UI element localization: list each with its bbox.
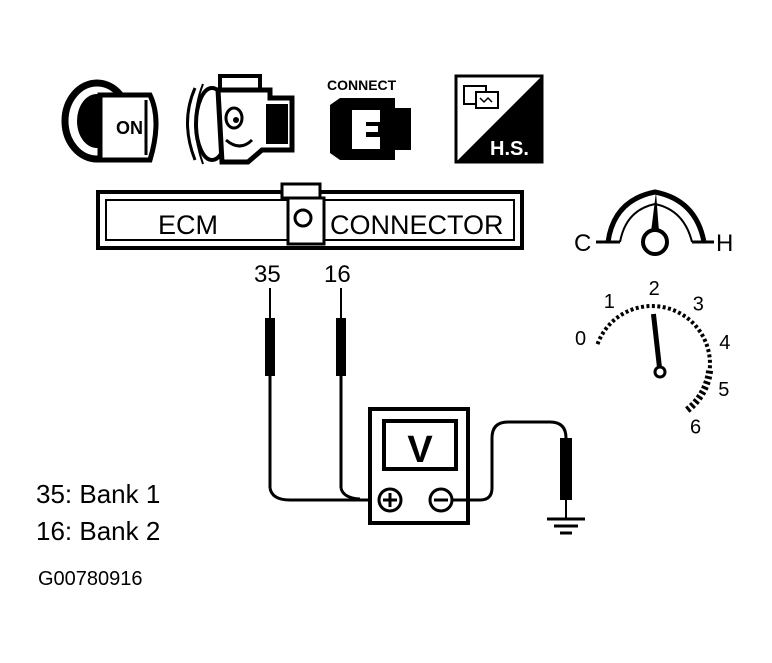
ecm-label: ECM <box>158 210 218 240</box>
tachometer-icon: 01 2 34 56 <box>575 278 730 438</box>
tach-scale-segment <box>597 335 603 341</box>
hot-start-icon: H.S. <box>454 74 544 164</box>
tach-scale-segment <box>692 398 700 405</box>
temp-hot-label: H <box>716 230 733 257</box>
tach-scale-segment <box>677 310 682 316</box>
ground-lead-wire <box>452 420 568 502</box>
tach-scale-segment <box>693 324 699 329</box>
probe-pin-16 <box>336 288 346 488</box>
positive-lead-wire-2 <box>339 487 361 501</box>
tach-scale-segment <box>667 306 672 312</box>
connect-connector-icon: CONNECT <box>327 77 411 160</box>
tach-scale-segment <box>702 338 708 343</box>
tach-scale-segment <box>611 318 616 324</box>
tach-scale-segment <box>607 322 613 327</box>
pin-16-label: 16 <box>324 261 351 288</box>
positive-terminal <box>377 487 403 513</box>
probe-pin-35 <box>265 288 275 488</box>
voltmeter: V <box>368 407 470 525</box>
tach-scale-segment <box>629 307 635 312</box>
figure-code: G00780916 <box>38 568 143 590</box>
voltmeter-display: V <box>407 429 433 471</box>
tach-scale-segment <box>699 333 705 338</box>
tach-scale-segment <box>685 405 692 413</box>
tach-scale-segment <box>619 311 625 317</box>
ground-symbol-icon <box>547 500 585 535</box>
legend-bank-2: 16: Bank 2 <box>36 516 161 546</box>
legend-bank-1: 35: Bank 1 <box>36 479 161 509</box>
tach-tick-label: 3 <box>693 294 704 316</box>
tach-tick-label: 0 <box>575 328 586 350</box>
tach-scale-segment <box>615 314 621 320</box>
tach-scale-segment <box>703 380 711 386</box>
tach-scale-segment <box>635 305 640 311</box>
tach-scale-segment <box>600 330 606 336</box>
tach-scale-segment <box>686 316 691 322</box>
tach-needle <box>650 313 663 373</box>
tach-scale-segment <box>690 320 696 326</box>
tach-tick-label: 1 <box>604 291 615 313</box>
pin-35-label: 35 <box>254 261 281 288</box>
connect-label: CONNECT <box>327 77 397 93</box>
ignition-on-label: ON <box>116 118 143 138</box>
tach-scale-segment <box>681 313 687 319</box>
tach-scale-segment <box>695 394 704 401</box>
tach-tick-label: 4 <box>719 332 730 354</box>
temperature-gauge-icon: C H <box>574 189 733 257</box>
tach-scale-segment <box>697 328 703 334</box>
negative-terminal <box>428 487 454 513</box>
tach-hub <box>653 365 667 379</box>
tach-scale-segment <box>698 389 707 396</box>
tach-tick-label: 5 <box>718 379 729 401</box>
hot-start-label: H.S. <box>490 138 529 160</box>
tach-scale-segment <box>704 343 710 348</box>
temp-cold-label: C <box>574 230 591 257</box>
connector-label: CONNECTOR <box>330 210 504 240</box>
positive-lead-wire <box>268 487 378 502</box>
engine-running-icon <box>186 74 295 165</box>
tach-tick-label: 2 <box>649 278 660 300</box>
tach-scale-segment <box>672 308 677 313</box>
tach-scale-segment <box>706 348 711 353</box>
tach-scale-segment <box>624 309 630 315</box>
ground-probe <box>560 438 572 500</box>
tach-scale-segment <box>595 340 601 345</box>
tach-scale-segment <box>662 305 667 310</box>
ignition-key-on-icon: ON <box>61 79 159 163</box>
tach-scale-segment <box>701 384 709 391</box>
tach-tick-label: 6 <box>690 416 701 438</box>
tach-scale-segment <box>688 401 696 410</box>
tach-scale-segment <box>704 375 713 380</box>
tach-scale-segment <box>603 326 609 332</box>
ecm-connector: ECM CONNECTOR <box>96 182 524 250</box>
